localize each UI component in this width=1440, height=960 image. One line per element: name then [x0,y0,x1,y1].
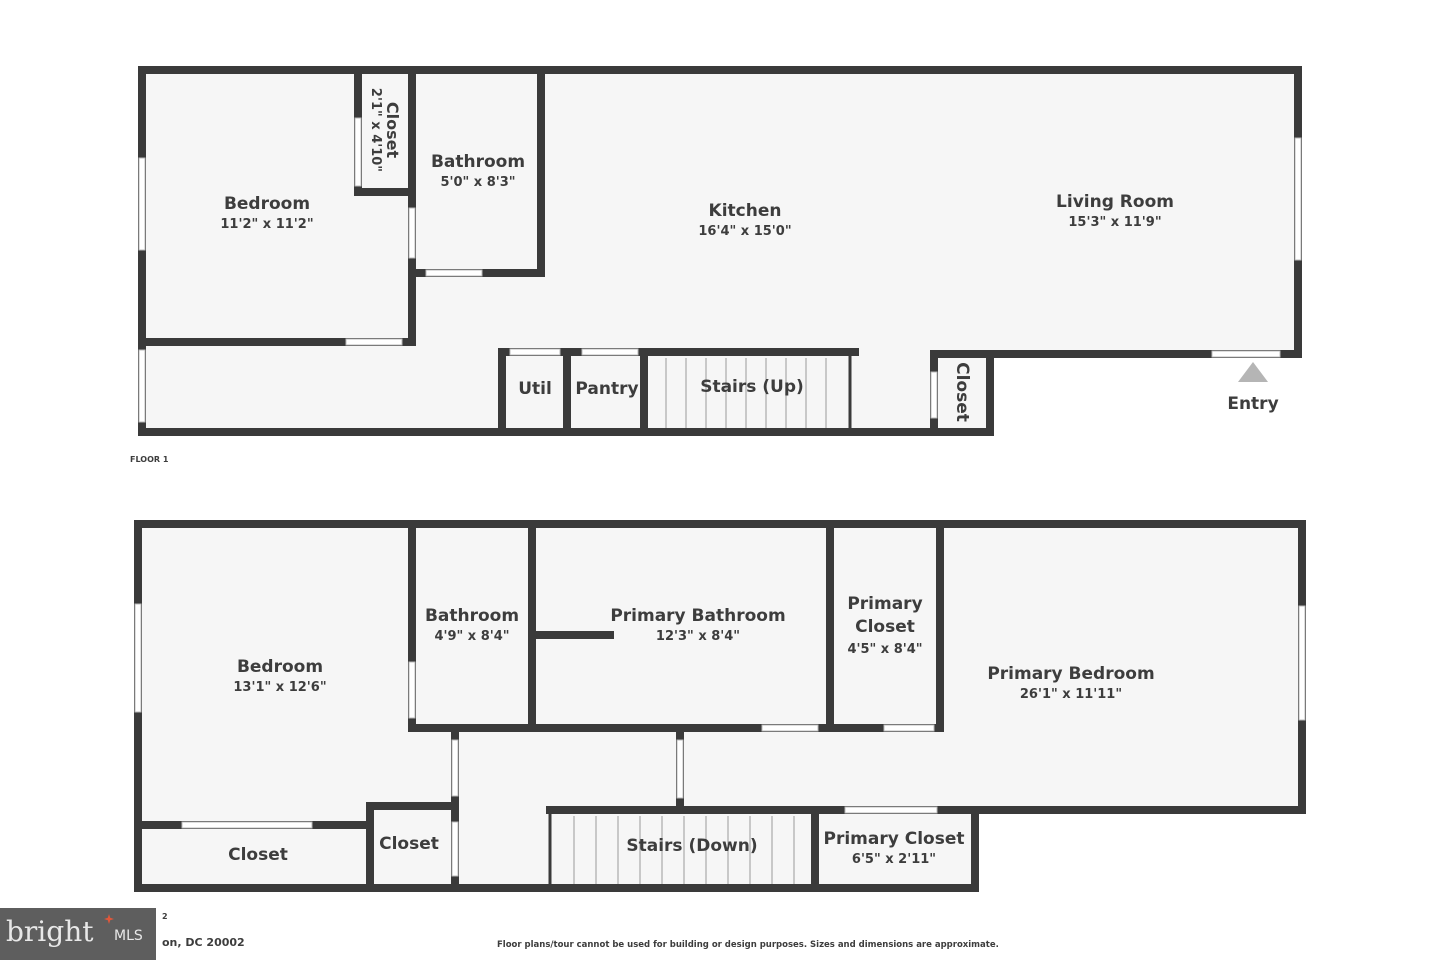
room-name: Living Room [1056,192,1174,212]
room-pantry: Pantry [575,379,638,399]
room-name: Closet [952,362,972,422]
room-util: Util [518,379,552,399]
room-closet-4: Closet [379,834,439,854]
room-dims: 12'3" x 8'4" [655,629,741,644]
logo-suffix: MLS [114,928,143,944]
room-kitchen: Kitchen 16'4" x 15'0" [698,201,791,239]
room-name: Primary Closet [847,594,923,637]
room-stairs-down: Stairs (Down) [626,836,757,856]
room-living-room: Living Room 15'3" x 11'9" [1056,192,1174,230]
room-name: Bedroom [223,194,311,214]
room-dims: 5'0" x 8'3" [440,175,516,190]
room-name: Primary Bedroom [987,664,1155,684]
room-dims: 15'3" x 11'9" [1068,215,1162,230]
floor-1-label: FLOOR 1 [130,455,169,464]
room-dims: 11'2" x 11'2" [220,217,314,232]
room-primary-bedroom: Primary Bedroom 26'1" x 11'11" [987,664,1154,702]
room-bathroom-2: Bathroom 4'9" x 8'4" [425,606,519,644]
room-primary-closet-1: Primary Closet 4'5" x 8'4" [845,593,925,657]
floor-1-openings [138,117,1302,423]
entry-text: Entry [1227,394,1279,414]
room-name: Pantry [575,379,639,399]
room-name: Closet [379,834,439,854]
room-dims: 6'5" x 2'11" [851,852,937,867]
room-primary-closet-2: Primary Closet 6'5" x 2'11" [824,829,965,867]
room-dims: 26'1" x 11'11" [1019,687,1123,702]
room-name: Bathroom [424,606,520,626]
room-name: Util [518,379,552,399]
floor-2-label: 2 [162,912,168,921]
room-dims: 16'4" x 15'0" [698,224,792,239]
room-name: Stairs (Down) [626,836,758,856]
room-bedroom-2: Bedroom 13'1" x 12'6" [233,657,326,695]
room-bedroom-1: Bedroom 11'2" x 11'2" [220,194,313,232]
floor-2-area [138,524,1302,888]
room-dims: 4'9" x 8'4" [434,629,510,644]
room-closet-3: Closet [228,845,288,865]
room-closet-2: Closet [952,362,972,422]
entry-label: Entry [1227,394,1278,414]
logo-star-icon [104,914,114,924]
bright-mls-logo: bright MLS [0,908,156,960]
stairs-up-steps [665,358,827,428]
room-name: Stairs (Up) [700,377,804,397]
address: on, DC 20002 [162,936,245,949]
stairs-down-steps [573,816,795,884]
room-bathroom-1: Bathroom 5'0" x 8'3" [431,152,525,190]
room-primary-bathroom: Primary Bathroom 12'3" x 8'4" [610,606,785,644]
disclaimer: Floor plans/tour cannot be used for buil… [497,940,999,950]
room-dims: 4'5" x 8'4" [847,642,923,657]
room-name: Kitchen [708,201,782,221]
room-dims: 2'1" x 4'10" [368,87,383,173]
entry-arrow-icon [1238,362,1268,382]
room-name: Bedroom [236,657,324,677]
logo-text: bright [6,915,94,948]
room-name: Primary Bathroom [610,606,786,626]
room-name: Primary Closet [823,829,965,849]
floor-2-openings [134,603,1306,877]
room-stairs-up: Stairs (Up) [700,377,804,397]
room-dims: 13'1" x 12'6" [233,680,327,695]
room-name: Bathroom [430,152,526,172]
floor-1-area [142,70,1298,432]
room-name: Closet [383,101,402,159]
room-name: Closet [228,845,288,865]
